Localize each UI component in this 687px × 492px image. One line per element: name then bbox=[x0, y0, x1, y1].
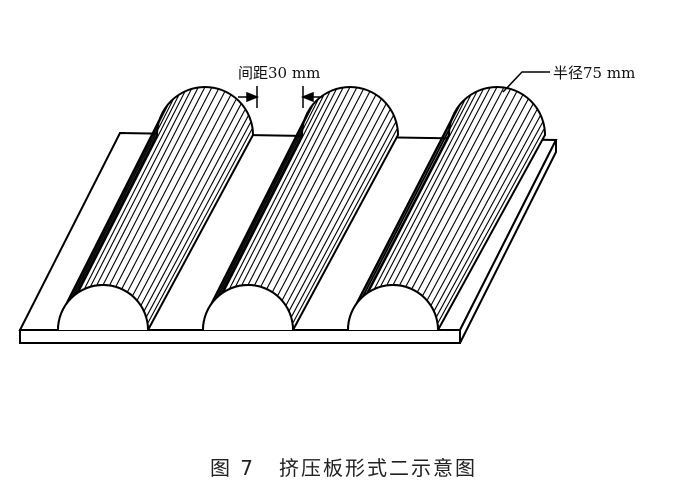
ridge-hatch-line bbox=[285, 108, 391, 306]
ridge-hatch-line bbox=[147, 127, 253, 324]
ridge-hatch-line bbox=[354, 108, 458, 306]
spacing-dimension bbox=[238, 86, 322, 108]
ridge-hatch-line bbox=[96, 87, 199, 286]
ridge-hatch-line bbox=[136, 103, 242, 301]
ridge-hatch-line bbox=[421, 98, 529, 297]
ridge-hatch-line bbox=[209, 108, 311, 306]
ridge-hatch-line bbox=[368, 94, 472, 293]
ridge-hatch-line bbox=[271, 94, 377, 293]
ridge-hatch-line bbox=[115, 88, 220, 288]
ridge-hatch-line bbox=[281, 103, 387, 301]
ridge-hatch-line bbox=[386, 87, 491, 286]
ridge-hatch-line bbox=[64, 108, 166, 306]
ridge-hatch-line bbox=[108, 87, 213, 286]
ridge-hatch-line bbox=[430, 108, 538, 306]
ridge-hatch-line bbox=[73, 98, 175, 297]
ridge-hatch-line bbox=[241, 87, 344, 286]
ridge-hatch-line bbox=[398, 87, 505, 286]
ridge-hatch-line bbox=[247, 86, 351, 286]
ridge-front-arc bbox=[202, 284, 294, 331]
spacing-label: 间距30 mm bbox=[238, 64, 321, 82]
ridge-hatch-line bbox=[411, 91, 518, 290]
ridge-front-arc bbox=[347, 284, 439, 331]
ridge-hatch-line bbox=[78, 94, 180, 293]
ridge-hatch-line bbox=[405, 88, 512, 288]
figure-number: 图 7 bbox=[209, 456, 256, 480]
ridge-hatch-line bbox=[433, 114, 542, 312]
ridge-hatch-line bbox=[126, 94, 232, 293]
ridge-hatch-line bbox=[102, 86, 206, 286]
ridge-hatch-line bbox=[290, 121, 397, 318]
ridge-hatch-line bbox=[218, 98, 320, 297]
ridge-hatch-line bbox=[373, 91, 478, 290]
ridge-hatch-line bbox=[416, 94, 524, 293]
plate-front-edge bbox=[19, 329, 461, 344]
radius-leader bbox=[502, 71, 550, 93]
ridge-hatch-line bbox=[292, 127, 398, 324]
ridge-hatch-line bbox=[140, 108, 246, 306]
ridge-hatch-line bbox=[363, 98, 467, 297]
radius-label: 半径75 mm bbox=[553, 64, 636, 82]
ridge-hatch-line bbox=[213, 103, 315, 301]
ridge-hatch-line bbox=[276, 98, 382, 297]
ridge-hatch-line bbox=[223, 94, 325, 293]
ridge-hatch-line bbox=[435, 121, 544, 318]
ridge-hatch-line bbox=[347, 127, 450, 324]
ridge-hatch-line bbox=[89, 88, 192, 288]
ridge-hatch-line bbox=[121, 91, 226, 290]
plate-side-edge bbox=[459, 139, 557, 344]
ridge-hatch-line bbox=[426, 103, 534, 301]
ridge-1 bbox=[57, 86, 255, 331]
ridge-hatch-line bbox=[253, 87, 358, 286]
ridge-hatch-line bbox=[131, 98, 237, 297]
ridge-hatch-line bbox=[437, 127, 545, 324]
ridge-hatch-line bbox=[68, 103, 170, 301]
ridge-hatch-line bbox=[57, 127, 158, 324]
ridge-hatch-line bbox=[145, 121, 252, 318]
ridge-hatch-line bbox=[392, 86, 498, 286]
ridge-hatch-line bbox=[202, 127, 303, 324]
ridge-hatch-line bbox=[379, 88, 484, 288]
ridge-hatch-line bbox=[260, 88, 365, 288]
ridge-hatch-line bbox=[228, 91, 331, 290]
semicircular-ridges bbox=[57, 86, 547, 331]
ridge-3 bbox=[347, 86, 547, 331]
ridge-hatch-line bbox=[266, 91, 371, 290]
ridge-front-arc bbox=[57, 284, 149, 331]
ridge-hatch-line bbox=[83, 91, 186, 290]
ridge-hatch-line bbox=[288, 114, 395, 312]
figure-caption: 图 7 挤压板形式二示意图 bbox=[0, 452, 687, 481]
ridge-hatch-line bbox=[143, 114, 250, 312]
figure-title: 挤压板形式二示意图 bbox=[279, 456, 478, 480]
ridge-2 bbox=[202, 86, 400, 331]
ridge-hatch-line bbox=[358, 103, 462, 301]
ridge-hatch-line bbox=[234, 88, 337, 288]
